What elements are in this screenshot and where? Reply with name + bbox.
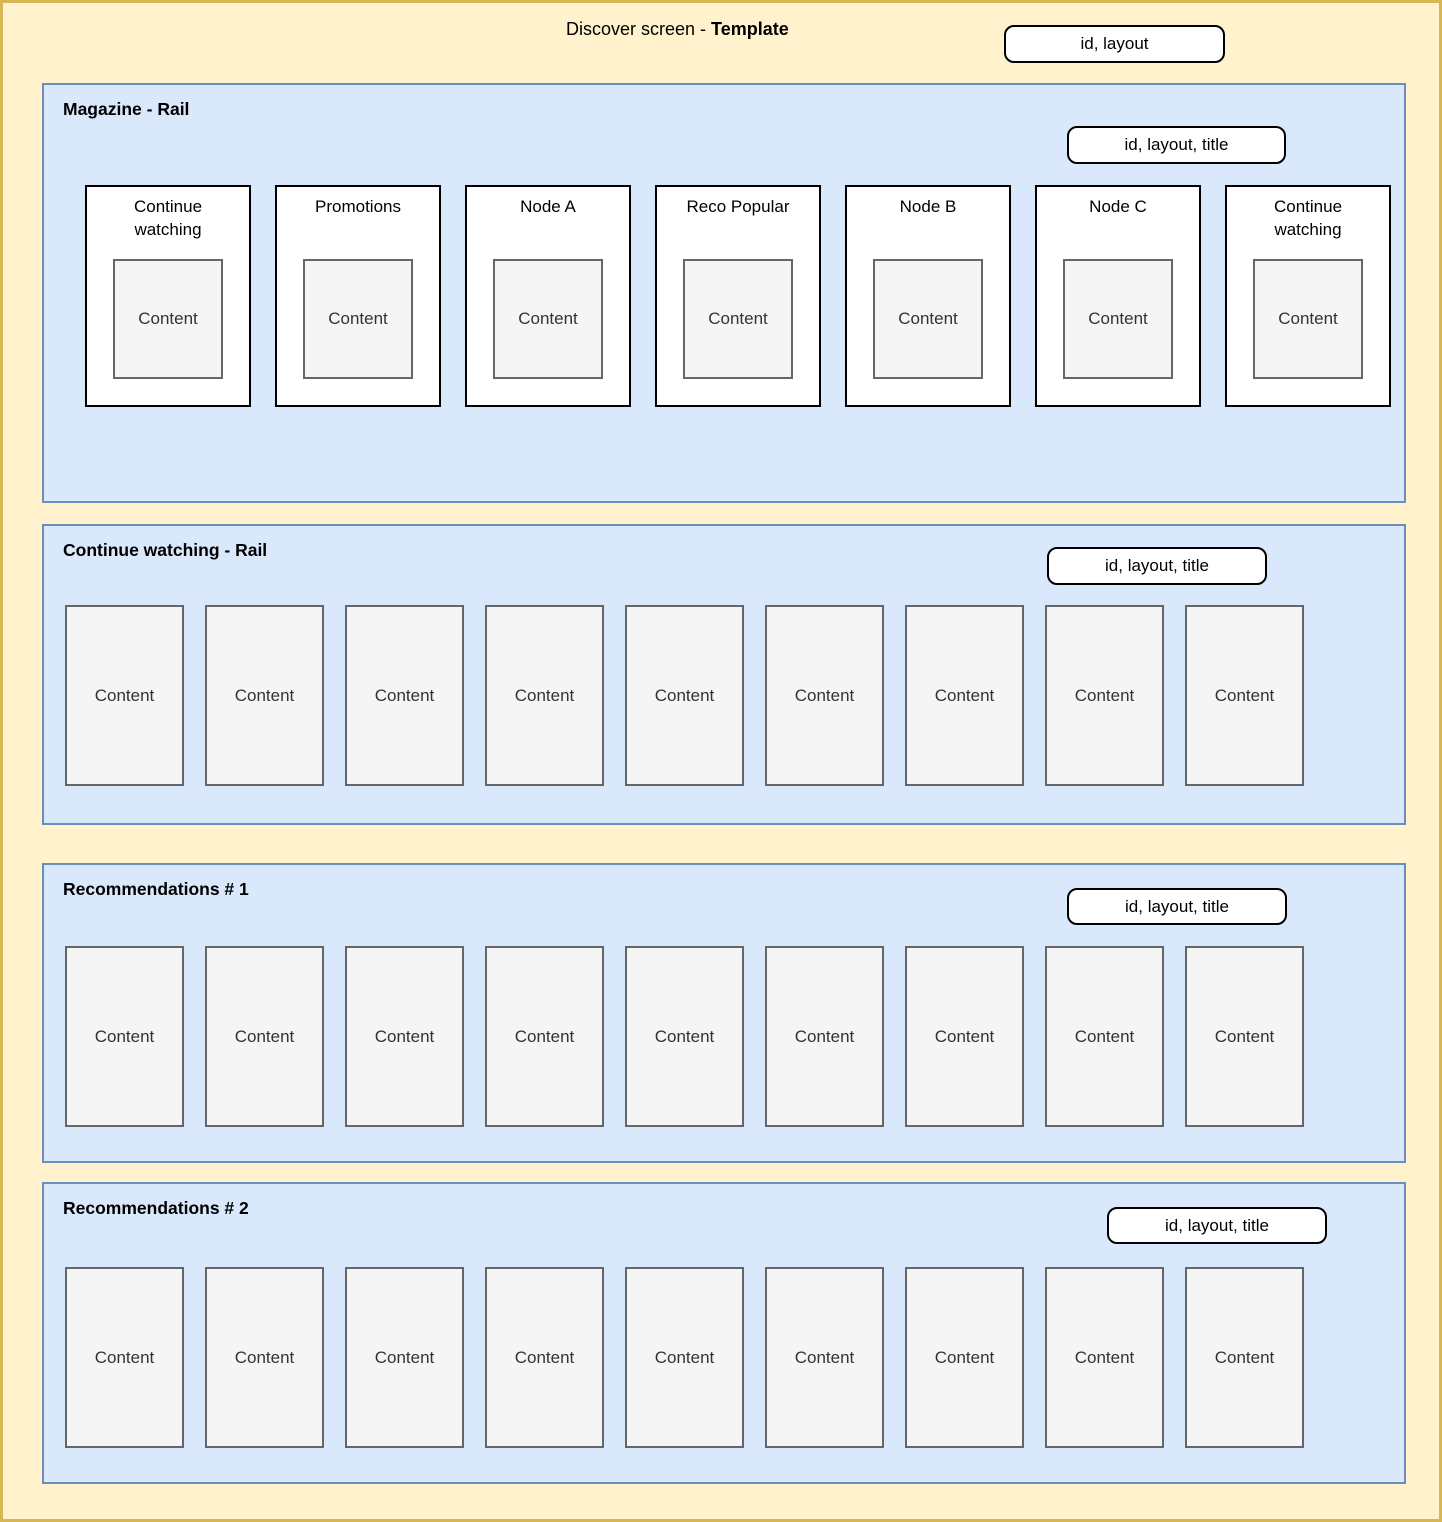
content-placeholder-box: Content (485, 1267, 604, 1448)
content-placeholder-box: Content (345, 946, 464, 1127)
recommendations-2-rail-title: Recommendations # 2 (63, 1198, 249, 1218)
magazine-rail: Magazine - Rail id, layout, title Contin… (42, 83, 1406, 503)
recommendations-1-rail-fields-badge-label: id, layout, title (1125, 896, 1229, 916)
content-placeholder-box: Content (765, 1267, 884, 1448)
content-placeholder-box: Content (485, 605, 604, 786)
content-placeholder-box: Content (905, 1267, 1024, 1448)
content-placeholder-box: Content (1185, 946, 1304, 1127)
magazine-card-title: Promotions (315, 197, 401, 216)
recommendations-2-rail-fields-badge-label: id, layout, title (1165, 1215, 1269, 1235)
continue-watching-rail-title: Continue watching - Rail (63, 540, 268, 560)
recommendations-1-rail-fields-badge: id, layout, title (1067, 888, 1287, 925)
recommendations-2-rail-fields-badge: id, layout, title (1107, 1207, 1327, 1244)
screen-fields-badge: id, layout (1004, 25, 1225, 63)
content-placeholder-box: Content (765, 946, 884, 1127)
content-placeholder-box: Content (65, 605, 184, 786)
magazine-card-title: Reco Popular (686, 197, 790, 216)
content-placeholder-box: Content (345, 605, 464, 786)
recommendations-1-rail: Recommendations # 1 id, layout, title Co… (42, 863, 1406, 1163)
content-placeholder-box: Content (113, 259, 223, 379)
content-placeholder-box: Content (1045, 946, 1164, 1127)
content-placeholder-box: Content (873, 259, 983, 379)
screen-fields-badge-label: id, layout (1080, 34, 1149, 53)
continue-watching-rail: Continue watching - Rail id, layout, tit… (42, 524, 1406, 825)
content-placeholder-box: Content (1045, 1267, 1164, 1448)
magazine-card-title: Node B (899, 197, 957, 216)
magazine-rail-fields-badge-label: id, layout, title (1124, 135, 1229, 154)
content-placeholder-box: Content (485, 946, 604, 1127)
recommendations-2-rail: Recommendations # 2 id, layout, title Co… (42, 1182, 1406, 1484)
magazine-card-title: Node A (520, 197, 576, 216)
recommendations-1-rail-title: Recommendations # 1 (63, 879, 249, 899)
content-placeholder-box: Content (65, 946, 184, 1127)
magazine-card-title: Continue watching (1273, 197, 1343, 239)
magazine-card: Node C Content (1035, 185, 1201, 407)
content-placeholder-box: Content (683, 259, 793, 379)
content-placeholder-box: Content (493, 259, 603, 379)
content-placeholder-box: Content (205, 1267, 324, 1448)
content-placeholder-box: Content (303, 259, 413, 379)
magazine-card-title: Continue watching (133, 197, 203, 239)
magazine-card: Node A Content (465, 185, 631, 407)
content-placeholder-box: Content (345, 1267, 464, 1448)
continue-watching-rail-fields-badge: id, layout, title (1047, 547, 1267, 585)
page-title-prefix: Discover screen - (566, 19, 712, 39)
continue-watching-rail-fields-badge-label: id, layout, title (1105, 556, 1209, 575)
content-placeholder-box: Content (1185, 1267, 1304, 1448)
content-placeholder-box: Content (1063, 259, 1173, 379)
magazine-rail-fields-badge: id, layout, title (1067, 126, 1286, 164)
magazine-card: Node B Content (845, 185, 1011, 407)
magazine-rail-title: Magazine - Rail (63, 99, 190, 119)
content-placeholder-box: Content (65, 1267, 184, 1448)
page-title: Discover screen - Template (566, 19, 789, 40)
content-placeholder-box: Content (625, 1267, 744, 1448)
content-placeholder-box: Content (905, 946, 1024, 1127)
content-placeholder-box: Content (625, 605, 744, 786)
content-placeholder-box: Content (205, 605, 324, 786)
magazine-card-title: Node C (1089, 197, 1147, 216)
content-placeholder-box: Content (1045, 605, 1164, 786)
content-placeholder-box: Content (1253, 259, 1363, 379)
content-placeholder-box: Content (905, 605, 1024, 786)
page-title-emphasis: Template (711, 19, 789, 39)
content-placeholder-box: Content (1185, 605, 1304, 786)
content-placeholder-box: Content (625, 946, 744, 1127)
content-placeholder-box: Content (765, 605, 884, 786)
content-placeholder-box: Content (205, 946, 324, 1127)
